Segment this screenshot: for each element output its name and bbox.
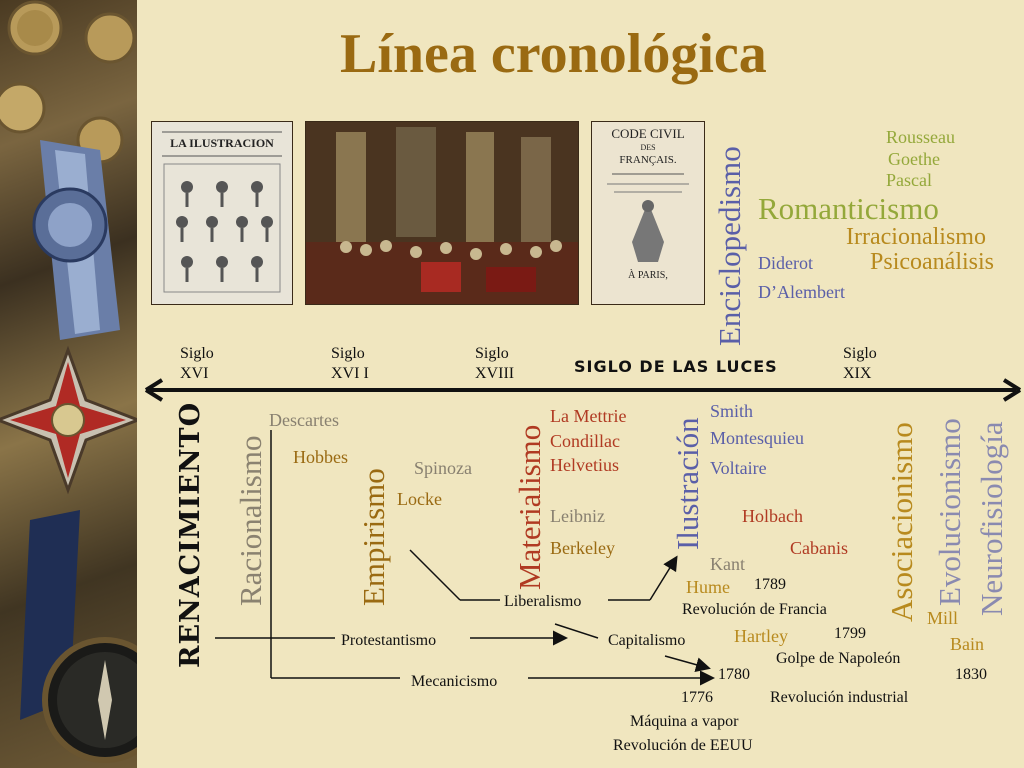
empirismo-liberalismo-line (409, 549, 461, 601)
event-1780-year: 1780 (718, 666, 750, 683)
era-siglo-de-las-luces: SIGLO DE LAS LUCES (574, 357, 778, 376)
code-civil-bottom: À PARIS, (628, 270, 668, 281)
movement-neurofisiologia: Neurofisiología (974, 421, 1009, 616)
thinker-cabanis: Cabanis (790, 538, 848, 558)
coronation-painting (305, 121, 579, 305)
movement-empirismo: Empirismo (356, 468, 391, 606)
timeline-left-arrow (144, 378, 164, 402)
concept-capitalismo: Capitalismo (608, 632, 686, 649)
thinker-smith: Smith (710, 401, 754, 421)
concept-mecanicismo: Mecanicismo (411, 673, 498, 690)
thinker-dalembert: D’Alembert (758, 282, 845, 302)
thinker-leibniz: Leibniz (550, 506, 605, 526)
thinker-hartley: Hartley (734, 626, 788, 646)
movement-psicoanalisis: Psicoanálisis (870, 249, 994, 275)
code-civil-image: CODE CIVIL DES FRANÇAIS. À PARIS, (591, 121, 705, 305)
thinker-pascal: Pascal (886, 170, 932, 190)
code-civil-line1: CODE CIVIL (611, 126, 685, 141)
thinker-helvetius: Helvetius (550, 455, 619, 475)
era-siglo-xix: Siglo XIX (843, 344, 877, 384)
decorative-collage (0, 0, 137, 768)
event-revolucion-eeuu: Revolución de EEUU (613, 737, 753, 754)
newspaper-image: LA ILUSTRACION (151, 121, 293, 305)
movement-racionalismo: Racionalismo (233, 435, 268, 606)
thinker-kant: Kant (710, 554, 745, 574)
movement-evolucionismo: Evolucionismo (932, 418, 967, 606)
era-siglo-xvii: Siglo XVI I (331, 344, 369, 384)
thinker-holbach: Holbach (742, 506, 803, 526)
movement-irracionalismo: Irracionalismo (846, 224, 986, 250)
event-1789-year: 1789 (754, 576, 786, 593)
thinker-berkeley: Berkeley (550, 538, 615, 558)
era-siglo-xvii-line1: Siglo (331, 345, 365, 362)
era-siglo-xviii-line1: Siglo (475, 345, 509, 362)
thinker-voltaire: Voltaire (710, 458, 767, 478)
code-civil-art (607, 173, 689, 262)
movement-materialismo: Materialismo (512, 424, 547, 590)
liberalismo-capitalismo-line (554, 623, 599, 639)
era-siglo-xix-line1: Siglo (843, 345, 877, 362)
event-1776-year: 1776 (681, 689, 713, 706)
event-revolucion-francia: Revolución de Francia (682, 601, 827, 618)
era-siglo-xvi-line2: XVI (180, 365, 209, 382)
thinker-bain: Bain (950, 634, 984, 654)
era-siglo-xvi-line1: Siglo (180, 345, 214, 362)
movement-ilustracion: Ilustración (670, 417, 705, 550)
thinker-diderot: Diderot (758, 253, 813, 273)
event-golpe-napoleon: Golpe de Napoleón (776, 650, 901, 667)
concept-protestantismo: Protestantismo (341, 632, 437, 649)
thinker-rousseau: Rousseau (886, 127, 955, 147)
thinker-mill: Mill (927, 608, 959, 628)
newspaper-art (162, 131, 282, 293)
newspaper-title: LA ILUSTRACION (170, 136, 274, 150)
event-maquina-vapor: Máquina a vapor (630, 713, 739, 730)
timeline-right-arrow (1002, 378, 1022, 402)
thinker-goethe: Goethe (888, 149, 940, 169)
concept-liberalismo: Liberalismo (504, 593, 582, 610)
thinker-montesquieu: Montesquieu (710, 428, 804, 448)
thinker-descartes: Descartes (269, 410, 339, 430)
movement-enciclopedismo: Enciclopedismo (712, 146, 747, 346)
movement-asociacionismo: Asociacionismo (884, 422, 919, 622)
era-siglo-xviii: Siglo XVIII (475, 344, 514, 384)
era-siglo-xix-line2: XIX (843, 365, 872, 382)
thinker-locke: Locke (397, 489, 442, 509)
era-siglo-xvii-line2: XVI I (331, 365, 369, 382)
collage-art (0, 0, 137, 763)
thinker-lamettrie: La Mettrie (550, 406, 627, 426)
thinker-hobbes: Hobbes (293, 447, 348, 467)
movement-renacimiento: RENACIMIENTO (175, 401, 206, 668)
capitalismo-1780-arrow (664, 655, 711, 672)
page-title: Línea cronológica (340, 23, 767, 85)
era-siglo-xvi: Siglo XVI (180, 344, 214, 384)
code-civil-line3: FRANÇAIS. (619, 154, 677, 166)
thinker-hume: Hume (686, 577, 730, 597)
era-siglo-xviii-line2: XVIII (475, 365, 515, 382)
thinker-spinoza: Spinoza (414, 458, 472, 478)
liberalismo-ilustracion-arrow (649, 555, 678, 601)
event-revolucion-industrial: Revolución industrial (770, 689, 909, 706)
event-1799-year: 1799 (834, 625, 866, 642)
event-1830-year: 1830 (955, 666, 987, 683)
painting-art (306, 122, 578, 304)
thinker-condillac: Condillac (550, 431, 620, 451)
movement-romanticismo: Romanticismo (758, 191, 939, 226)
code-civil-line2: DES (640, 143, 656, 152)
